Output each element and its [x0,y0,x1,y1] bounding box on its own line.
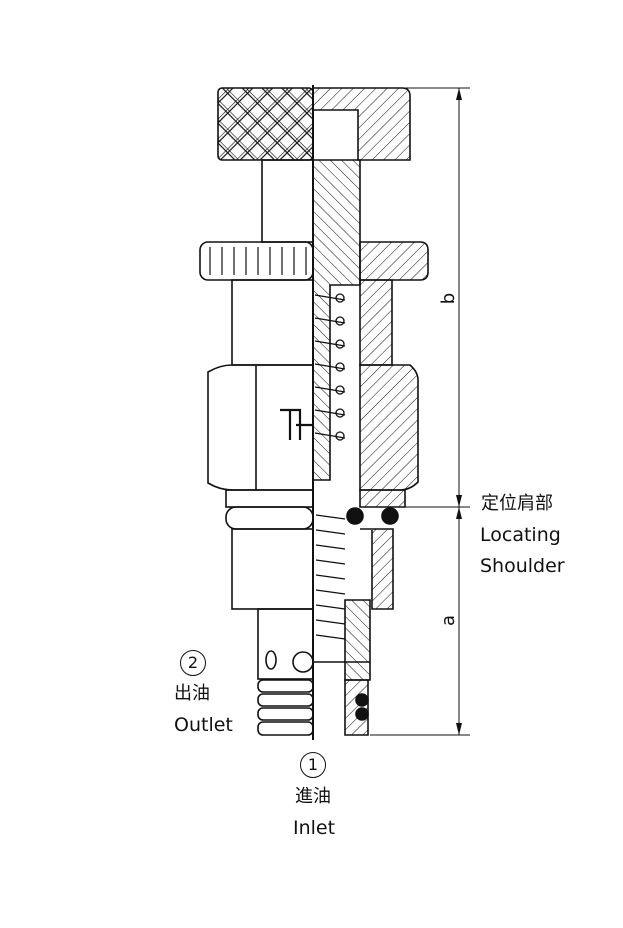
upper-body [231,279,314,366]
shoulder-label-cn: 定位肩部 [481,493,553,514]
upper-spring [314,293,346,441]
shoulder [225,489,314,508]
outlet-label-en: Outlet [174,714,233,736]
stem [261,159,314,243]
outlet-number-badge: 2 [180,650,206,676]
knob [217,87,411,161]
outlet-label-cn: 出油 [174,683,210,704]
dimension-b-label: b [438,292,460,305]
stem-section [312,88,361,481]
inlet-label-en: Inlet [293,817,336,839]
lower-spring [315,514,346,640]
dimension-lines [370,87,470,736]
inlet-number-badge: 1 [300,752,326,778]
shoulder-label-en-2: Shoulder [480,555,565,577]
shoulder-label-en-1: Locating [480,524,561,546]
lower-body [231,528,314,610]
sleeve [257,608,314,680]
dimension-a-label: a [438,614,460,627]
bottom-seals [257,679,369,736]
hex-body [207,364,419,491]
inlet-label-cn: 進油 [295,786,331,807]
